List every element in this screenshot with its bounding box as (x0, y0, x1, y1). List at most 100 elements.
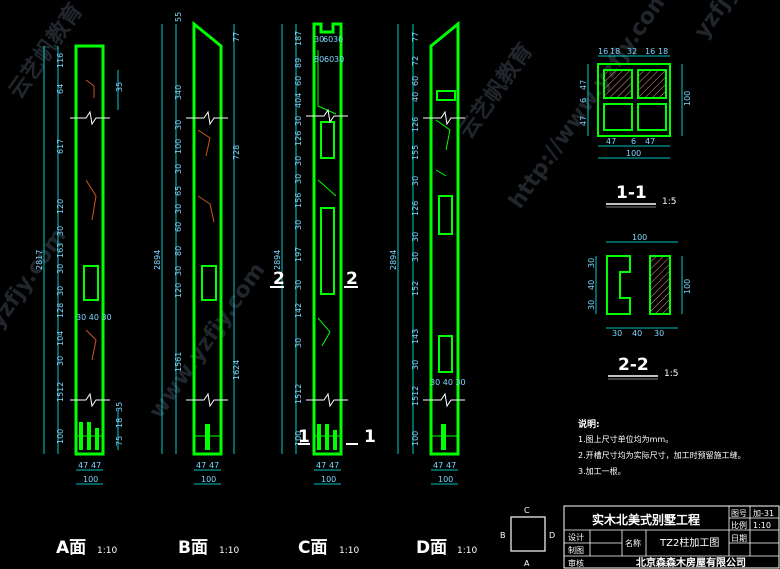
a-slot-2 (87, 422, 91, 450)
c-w-0: 47 (316, 461, 326, 470)
c-seg-9: 30 (294, 220, 303, 230)
b-hidden-1 (197, 129, 211, 157)
c-top-2: 30 (333, 35, 343, 44)
a-hidden-2 (85, 179, 97, 221)
d-w-total: 100 (438, 475, 453, 484)
s22-title: 2-2 (618, 355, 649, 375)
section-1-1: 16 18 32 16 18 47 6 47 100 47 6 47 100 1… (579, 47, 692, 208)
s11-scale: 1:5 (662, 197, 676, 207)
d-seg-10: 152 (411, 281, 420, 296)
c-seg-1: 89 (294, 58, 303, 68)
a-hidden-1 (85, 79, 95, 98)
a-seg-12: 1512 (56, 382, 65, 402)
c-w-total: 100 (321, 475, 336, 484)
tb-scale-label: 比例 (731, 520, 747, 530)
s22-bottom-0: 30 (612, 329, 622, 338)
view-d-label: D面 (416, 538, 447, 558)
d-seg-13: 1512 (411, 386, 420, 406)
b-right-1: 1624 (232, 360, 241, 380)
c-seg-4: 30 (294, 116, 303, 126)
b-w-total: 100 (201, 475, 216, 484)
view-a-label: A面 (56, 538, 86, 558)
view-a: 2817 116 64 35 617 120 30 163 30 30 128 … (35, 44, 124, 558)
notes-item-3: 3.加工一根。 (578, 466, 626, 476)
b-lower-dim: 1561 (174, 352, 183, 372)
view-c-scale: 1:10 (339, 546, 359, 556)
s11-top-4: 18 (658, 47, 668, 56)
s11-left-0: 47 (579, 80, 588, 90)
b-seg-1: 77 (232, 32, 241, 42)
notes-item-2: 2.开槽尺寸均为实际尺寸，加工时预留施工缝。 (578, 450, 746, 460)
a-small-2: 75 (115, 436, 124, 446)
a-seg-8: 30 (56, 286, 65, 296)
c-hidden-2 (317, 179, 337, 197)
tb-review-label: 审核 (568, 558, 584, 568)
b-seg-10: 30 (174, 266, 183, 276)
c-mortise-1 (320, 121, 335, 159)
a-hidden-3 (85, 329, 97, 361)
tb-company: 北京森森木房屋有限公司 (636, 556, 746, 569)
b-seg-11: 120 (174, 283, 183, 298)
tb-drawing-no-label: 图号 (731, 509, 747, 518)
s11-top-1: 18 (610, 47, 620, 56)
c-seg-0: 187 (294, 31, 303, 46)
b-right-0: 728 (232, 145, 241, 160)
c-seg-10: 197 (294, 247, 303, 262)
a-seg-10: 104 (56, 331, 65, 346)
c-seg-7: 30 (294, 174, 303, 184)
d-mortise-2 (438, 195, 453, 235)
b-seg-6: 65 (174, 186, 183, 196)
s22-top: 100 (632, 233, 647, 242)
d-seg-11: 143 (411, 329, 420, 344)
s11-bottom-0: 47 (606, 137, 616, 146)
d-break (423, 110, 465, 126)
a-small-0: 18 (115, 418, 124, 428)
d-seg-3: 40 (411, 92, 420, 102)
d-seg-12: 30 (411, 360, 420, 370)
view-b-scale: 1:10 (219, 546, 239, 556)
d-seg-1: 72 (411, 56, 420, 66)
d-seg-14: 100 (411, 431, 420, 446)
d-slot (441, 424, 446, 450)
a-slot-1 (79, 422, 83, 450)
b-mortise (201, 265, 217, 301)
s22-left-0: 30 (587, 258, 596, 268)
orientation-bottom: A (524, 559, 530, 568)
c-slot-3 (333, 430, 337, 450)
b-hidden-2 (197, 195, 215, 223)
notes-heading: 说明: (578, 418, 600, 430)
tb-scale: 1:10 (753, 521, 771, 530)
d-seg-7: 126 (411, 201, 420, 216)
orientation-right: D (549, 531, 555, 540)
c-seg-13: 30 (294, 338, 303, 348)
s11-block-br (637, 103, 667, 131)
c-top-1: 60 (323, 35, 333, 44)
a-break-2 (70, 392, 110, 408)
b-total-dim: 2894 (153, 250, 162, 270)
c-outline (312, 22, 343, 456)
s11-block-tr (637, 69, 667, 99)
s22-scale: 1:5 (664, 369, 678, 379)
view-c-label: C面 (298, 538, 327, 558)
a-seg-7: 30 (56, 264, 65, 274)
s22-left-1: 40 (587, 280, 596, 290)
c-seg-11: 30 (294, 280, 303, 290)
c-seg-6: 30 (294, 156, 303, 166)
a-seg-3: 617 (56, 139, 65, 154)
d-seg-0: 77 (411, 32, 420, 42)
b-break-2 (186, 392, 228, 408)
s22-right: 100 (683, 279, 692, 294)
a-seg-0: 116 (56, 53, 65, 68)
tb-date-label: 日期 (731, 534, 747, 543)
c-seg-3: 404 (294, 93, 303, 108)
c-hidden-3 (317, 317, 331, 347)
notes-item-1: 1.图上尺寸单位均为mm。 (578, 434, 673, 444)
d-total-dim: 2894 (389, 250, 398, 270)
c-mortise-2 (320, 207, 335, 295)
title-block: 实木北美式别墅工程 图号 加-31 比例 1:10 日期 设计 制图 审核 名称… (563, 505, 780, 569)
s11-outline (597, 63, 671, 137)
section-2-left-label: 2 (273, 269, 285, 289)
c-seg-2: 60 (294, 76, 303, 86)
s11-title: 1-1 (616, 183, 647, 203)
b-seg-0: 55 (174, 12, 183, 22)
